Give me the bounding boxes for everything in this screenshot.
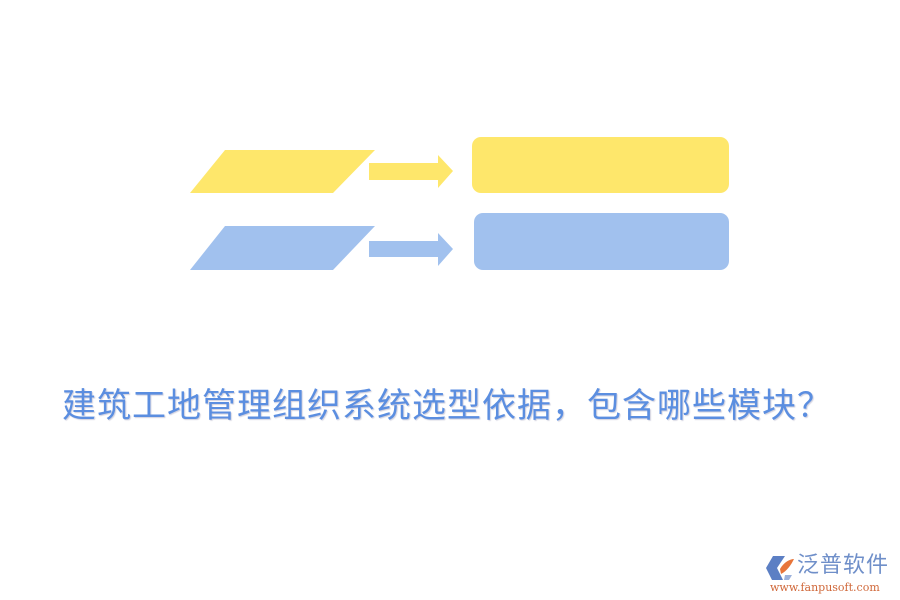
arrow-right-icon — [369, 155, 453, 188]
fanpu-logo-icon — [766, 556, 794, 580]
brand-name: 泛普软件 — [797, 553, 890, 578]
brand-url: www.fanpusoft.com — [770, 581, 880, 594]
input-parallelogram-yellow — [190, 150, 375, 193]
output-box-blue — [474, 213, 729, 270]
input-parallelogram-blue — [190, 226, 375, 270]
arrow-right-icon — [369, 233, 453, 266]
diagram-row-1 — [190, 137, 729, 193]
output-box-yellow — [472, 137, 729, 193]
page-title: 建筑工地管理组织系统选型依据，包含哪些模块？ — [62, 386, 832, 426]
diagram-row-2 — [190, 213, 729, 270]
brand-logo: 泛普软件 www.fanpusoft.com — [764, 551, 896, 595]
